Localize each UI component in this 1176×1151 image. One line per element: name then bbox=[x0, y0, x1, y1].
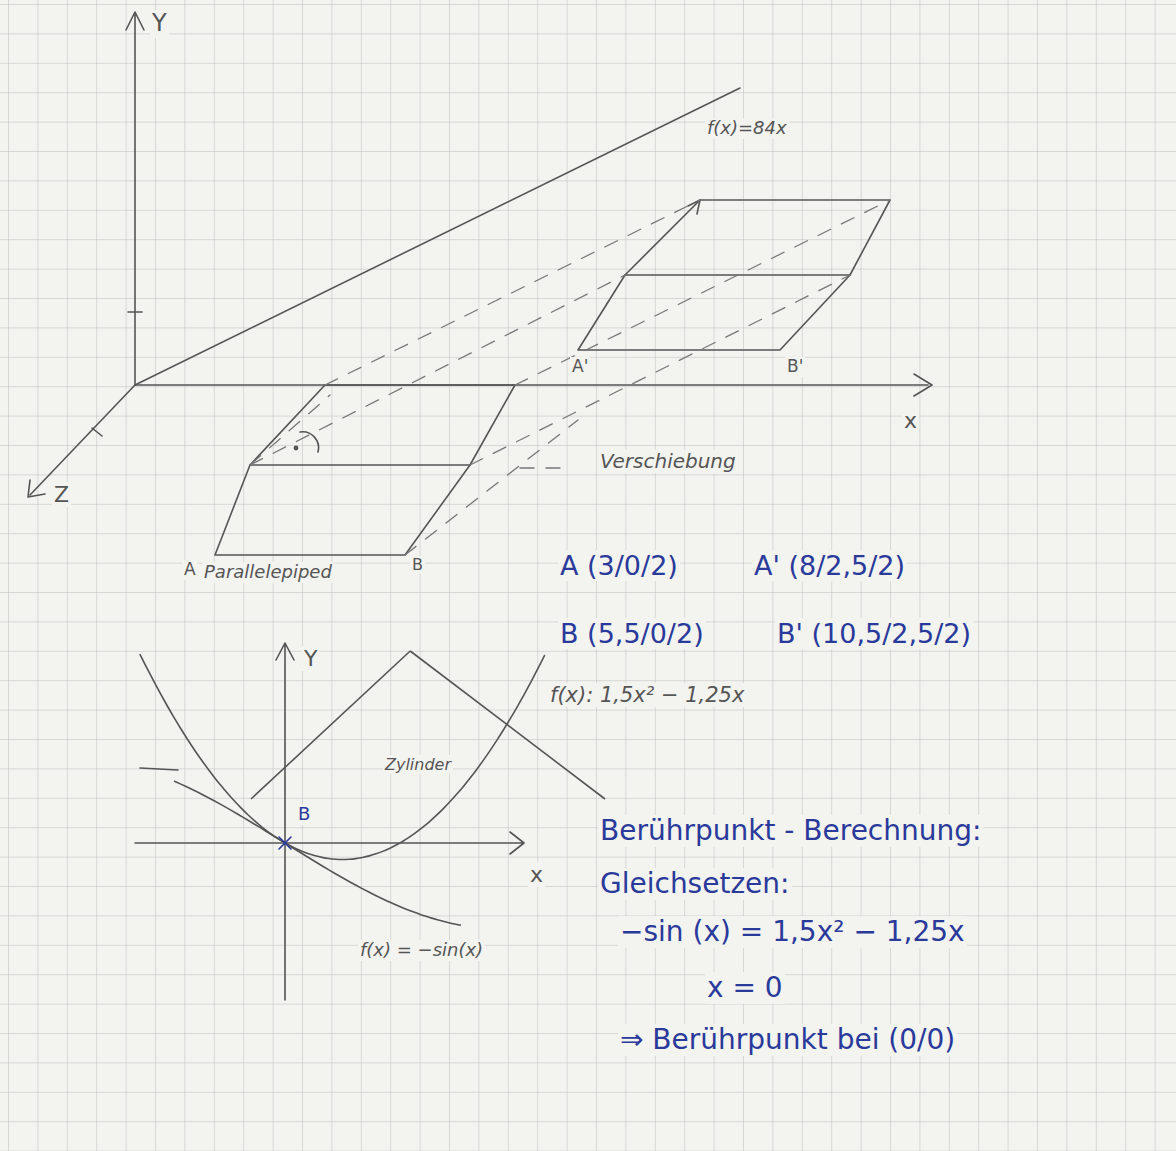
function-label: f(x)=84x bbox=[705, 118, 789, 139]
point-label: A bbox=[182, 560, 198, 580]
shape-label: Parallelepiped bbox=[202, 562, 334, 583]
equation-label: −sin (x) = 1,5x² − 1,25x bbox=[618, 916, 967, 948]
point-label: B bbox=[410, 556, 425, 574]
coordinate-label: A (3/0/2) bbox=[558, 550, 680, 581]
z-axis bbox=[28, 385, 135, 497]
arrow-head bbox=[688, 200, 700, 214]
triangle-outline bbox=[251, 651, 605, 799]
translation-dash bbox=[515, 200, 890, 385]
translation-dash bbox=[405, 420, 578, 555]
sine-curve bbox=[140, 768, 178, 770]
sine-curve bbox=[175, 781, 461, 925]
axis-label: Y bbox=[302, 646, 319, 671]
touch-point bbox=[279, 837, 291, 849]
triangle-outline bbox=[250, 650, 606, 800]
cylinder-triangle: Zylinder bbox=[250, 650, 606, 800]
axis-label: x bbox=[902, 408, 919, 433]
point-label: A' bbox=[570, 357, 590, 377]
translation-dash bbox=[250, 275, 625, 465]
parallelepiped-edge bbox=[250, 464, 470, 466]
axis-tick bbox=[128, 311, 142, 313]
coordinate-label: A' (8/2,5/2) bbox=[752, 550, 907, 581]
coordinate-label: B' (10,5/2,5/2) bbox=[775, 618, 973, 649]
hidden-edge bbox=[250, 395, 330, 465]
axis-label: Y bbox=[150, 10, 169, 38]
note-label: Gleichsetzen: bbox=[598, 868, 792, 900]
coordinate-label: B (5,5/0/2) bbox=[558, 618, 706, 649]
function-label: f(x) = −sin(x) bbox=[358, 940, 485, 961]
function-line bbox=[135, 88, 740, 385]
axis-label: x bbox=[528, 862, 545, 887]
translation-dash bbox=[520, 467, 570, 468]
axis-tick bbox=[92, 428, 102, 436]
right-angle-dot bbox=[294, 446, 297, 449]
function-label: f(x): 1,5x² − 1,25x bbox=[548, 683, 746, 707]
note-label: Verschiebung bbox=[598, 450, 738, 473]
y-axis bbox=[126, 12, 144, 385]
shape-label: Zylinder bbox=[383, 755, 453, 774]
equation-label: x = 0 bbox=[705, 972, 785, 1004]
y-axis-2d bbox=[276, 643, 294, 1000]
point-label: B' bbox=[785, 357, 805, 377]
parallelepiped bbox=[215, 385, 515, 555]
translation-dash bbox=[325, 200, 700, 385]
note-label: Berührpunkt - Berechnung: bbox=[598, 815, 983, 847]
point-label: B bbox=[296, 804, 312, 825]
x-axis-2d bbox=[135, 832, 524, 854]
result-label: ⇒ Berührpunkt bei (0/0) bbox=[618, 1024, 957, 1056]
parabola-curve bbox=[140, 655, 544, 860]
x-axis bbox=[135, 374, 932, 396]
translation-dash bbox=[470, 275, 850, 465]
axis-label: Z bbox=[52, 482, 71, 507]
